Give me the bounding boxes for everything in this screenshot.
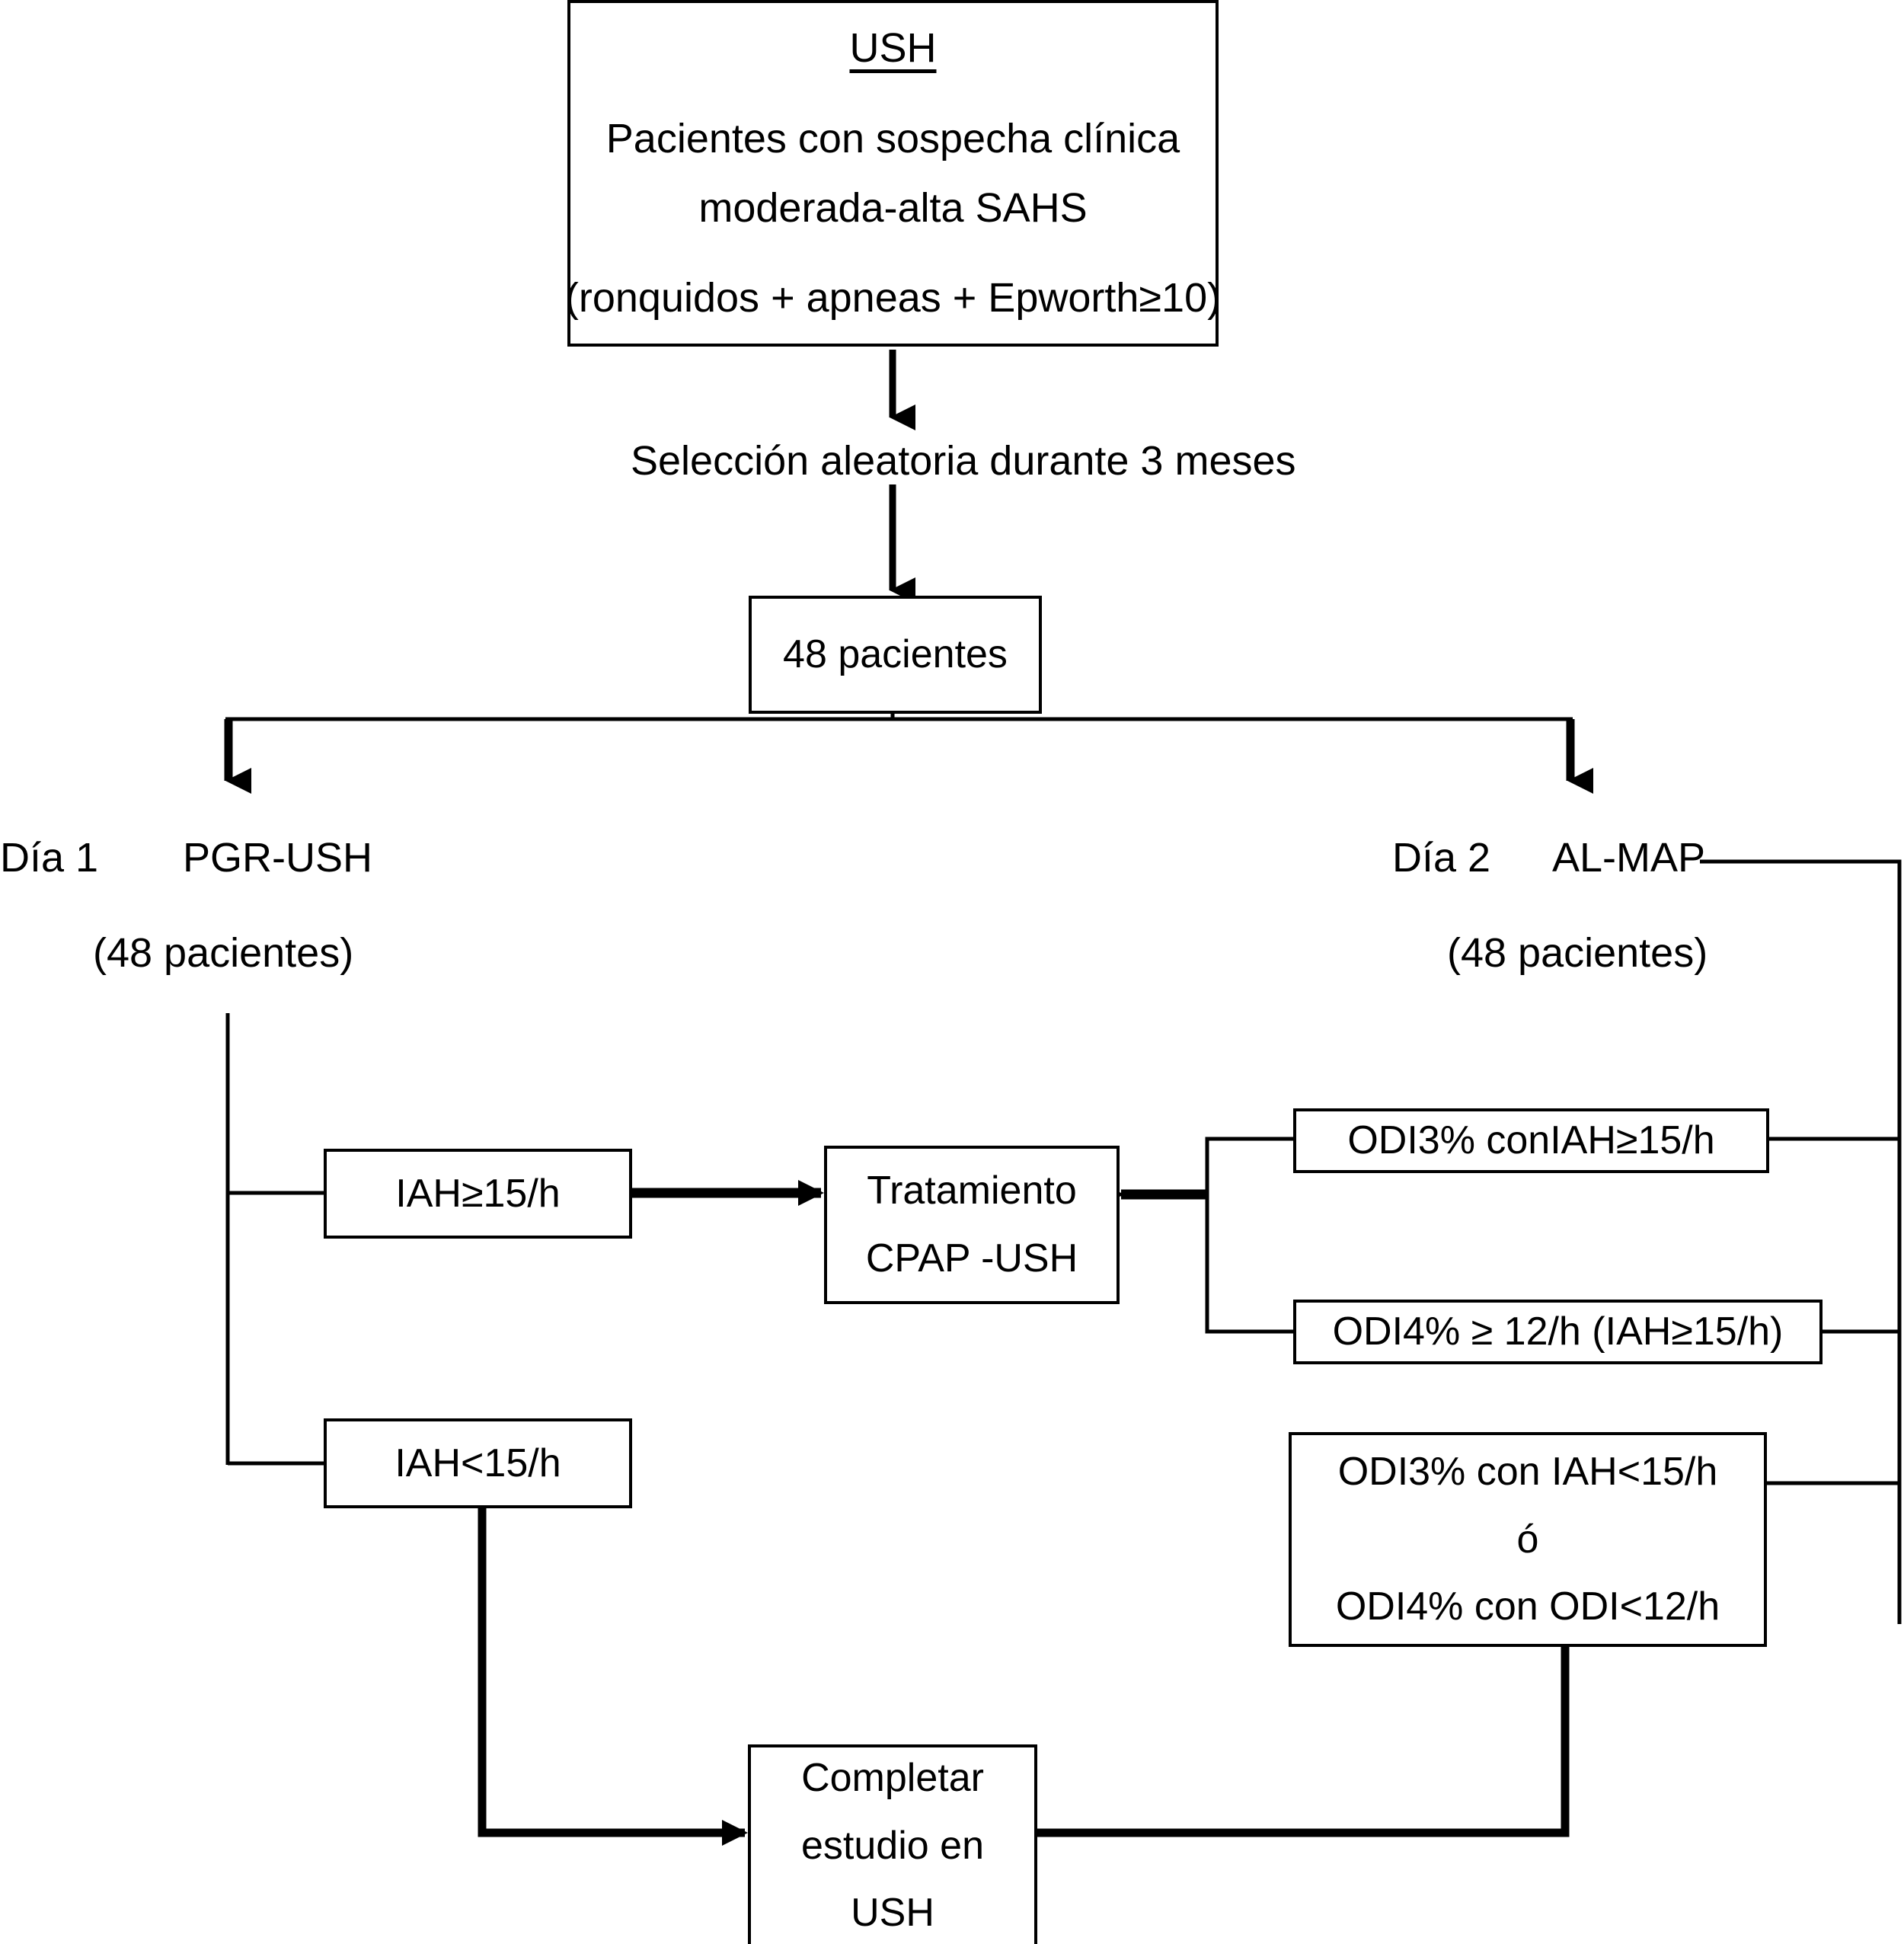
edge-iahlow-to-completar [478, 1502, 748, 1846]
ush-line1: Pacientes con sospecha clínica [605, 115, 1180, 161]
edge-dia2-rail [1700, 859, 1902, 1624]
node-48-pacientes-label: 48 pacientes [783, 632, 1008, 677]
node-tratamiento-line2: CPAP -USH [865, 1236, 1078, 1281]
ush-line2: moderada-alta SAHS [698, 184, 1088, 231]
node-ush[interactable]: USH Pacientes con sospecha clínica moder… [564, 0, 1222, 347]
label-pgr-ush: PGR-USH [183, 835, 373, 881]
node-odi-low[interactable]: ODI3% con IAH<15/h ó ODI4% con ODI<12/h [1289, 1432, 1767, 1647]
label-seleccion-aleatoria: Selección aleatoria durante 3 meses [631, 438, 1296, 484]
node-48-pacientes[interactable]: 48 pacientes [749, 596, 1042, 714]
node-tratamiento-cpap[interactable]: Tratamiento CPAP -USH [824, 1146, 1120, 1304]
node-iah-high-label: IAH≥15/h [395, 1171, 561, 1216]
node-completar-line3: USH [851, 1891, 934, 1936]
edge-odilow-to-completar [1014, 1647, 1570, 1846]
ush-line3: (ronquidos + apneas + Epworth≥10) [564, 275, 1222, 321]
node-iah-high[interactable]: IAH≥15/h [324, 1149, 632, 1239]
label-dia1-count: (48 pacientes) [93, 930, 354, 976]
node-odi-low-line2: ó [1516, 1517, 1539, 1562]
edge-odihigh-manifold [1205, 1137, 1293, 1334]
node-odi4-high-label: ODI4% ≥ 12/h (IAH≥15/h) [1332, 1309, 1784, 1354]
label-al-map: AL-MAP [1552, 835, 1706, 881]
ush-heading: USH [849, 25, 937, 72]
node-odi4-high[interactable]: ODI4% ≥ 12/h (IAH≥15/h) [1293, 1300, 1823, 1364]
node-iah-low[interactable]: IAH<15/h [324, 1418, 632, 1508]
node-odi3-high[interactable]: ODI3% conIAH≥15/h [1293, 1108, 1769, 1173]
label-dia-1: Día 1 [0, 835, 99, 881]
node-completar-line2: estudio en [801, 1823, 984, 1868]
node-odi3-high-label: ODI3% conIAH≥15/h [1347, 1118, 1715, 1163]
node-iah-low-label: IAH<15/h [395, 1440, 561, 1485]
node-completar-estudio[interactable]: Completar estudio en USH [748, 1744, 1037, 1944]
label-dia2-count: (48 pacientes) [1447, 930, 1708, 976]
node-tratamiento-line1: Tratamiento [867, 1169, 1077, 1213]
label-dia-2: Día 2 [1392, 835, 1491, 881]
node-completar-line1: Completar [801, 1756, 984, 1801]
node-odi-low-line3: ODI4% con ODI<12/h [1335, 1584, 1720, 1629]
node-odi-low-line1: ODI3% con IAH<15/h [1337, 1450, 1718, 1495]
